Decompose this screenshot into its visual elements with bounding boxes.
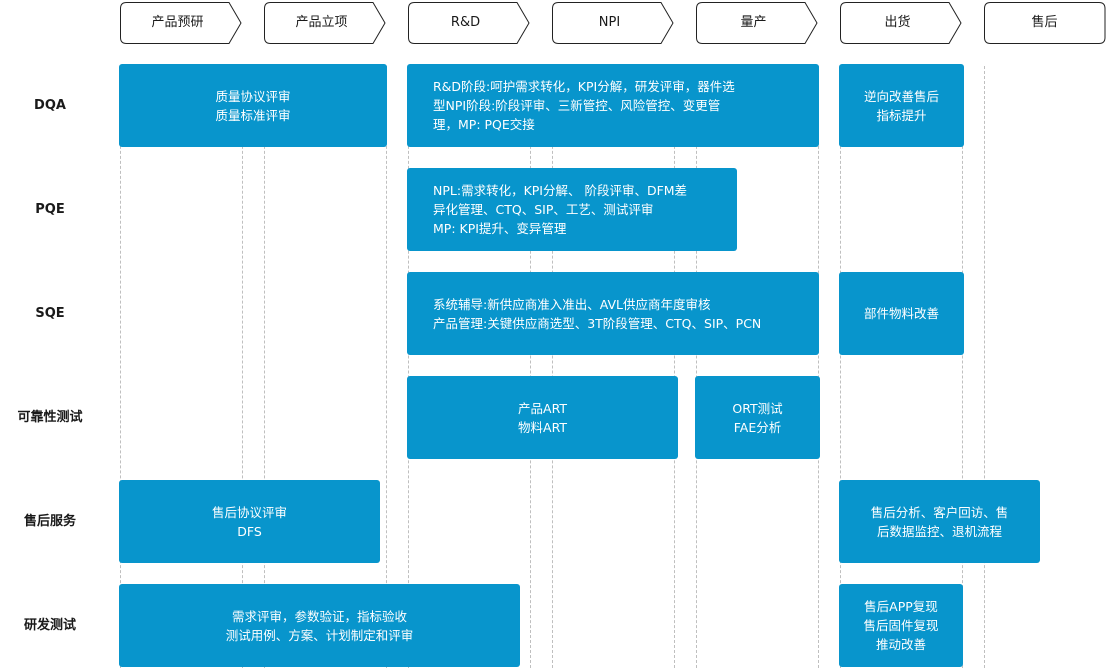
phase-label: 产品预研 [151,15,204,30]
task-box-dqa-concept: 质量协议评审质量标准评审 [119,64,387,147]
task-box-line: 异化管理、CTQ、SIP、工艺、测试评审 [433,202,654,217]
phase-guide-line [120,66,121,668]
task-box-line: 产品ART [518,400,567,416]
phase-shape [120,2,242,44]
task-box-line: 售后分析、客户回访、售 [870,504,1009,520]
phase-mp: 量产 [696,2,818,44]
task-box-line: 售后协议评审 [211,504,287,520]
task-box-line: 质量协议评审 [215,88,291,104]
phase-outline [840,2,962,44]
task-box-line: MP: KPI提升、变异管理 [433,221,567,236]
task-box-line: DFS [237,523,262,539]
task-box-line: ORT测试 [732,400,783,416]
task-box-line: 质量标准评审 [215,107,291,123]
task-box-sqe-ship: 部件物料改善 [839,272,964,355]
task-box-line: 理，MP: PQE交接 [433,117,535,132]
row-label-rdtest: 研发测试 [23,618,76,633]
phase-guide-line [264,66,265,668]
phase-outline [552,2,674,44]
phase-guide-line [242,66,243,668]
task-box-line: 售后APP复现 [864,599,938,614]
task-box-line: 部件物料改善 [863,306,939,321]
row-label-reliability: 可靠性测试 [17,410,83,425]
task-box-rdtest-ship: 售后APP复现售后固件复现推动改善 [839,584,963,667]
task-box-line: 产品管理:关键供应商选型、3T阶段管理、CTQ、SIP、PCN [433,315,762,331]
row-label-dqa: DQA [34,98,66,113]
task-box-line: 逆向改善售后 [863,88,939,104]
phase-shape [408,2,530,44]
phase-label: R&D [450,15,481,30]
task-box-line: 需求评审，参数验证，指标验收 [231,608,407,624]
phase-ship: 出货 [840,2,962,44]
phase-outline [264,2,386,44]
phase-label: 出货 [884,15,911,30]
task-box-service-concept: 售后协议评审 DFS [119,480,380,563]
phase-approval: 产品立项 [264,2,386,44]
phase-guide-line [696,66,697,668]
task-box-dqa-ship: 逆向改善售后指标提升 [839,64,964,147]
phase-guide-line [984,66,985,668]
task-box-dqa-rnd: R&D阶段:呵护需求转化，KPI分解，研发评审，器件选型NPI阶段:阶段评审、三… [407,64,819,147]
task-box-line: 型NPI阶段:阶段评审、三新管控、风险管控、变更管 [433,98,721,113]
phase-label: 量产 [740,15,767,30]
phase-label: 产品立项 [295,15,348,30]
task-box-rel-rnd: 产品ART 物料ART [407,376,678,459]
phase-aftersale: 售后 [984,2,1106,44]
task-box-line: 测试用例、方案、计划制定和评审 [225,627,414,643]
phase-outline [696,2,818,44]
phase-guide-line [962,66,963,668]
phase-outline [408,2,530,44]
phase-shape [840,2,962,44]
task-box-rel-mp: ORT测试 FAE分析 [695,376,820,459]
phase-rnd: R&D [408,2,530,44]
task-box-service-ship: 售后分析、客户回访、售后数据监控、退机流程 [839,480,1040,563]
phase-npi: NPI [552,2,674,44]
task-box-line: 推动改善 [875,637,926,652]
phase-label: NPI [598,15,621,30]
phase-shape [264,2,386,44]
phase-shape [984,2,1106,44]
phase-concept: 产品预研 [120,2,242,44]
row-label-pqe: PQE [35,202,65,217]
task-box-rdtest-concept: 需求评审，参数验证，指标验收测试用例、方案、计划制定和评审 [119,584,520,667]
phase-guide-line [674,66,675,668]
phase-outline [120,2,242,44]
task-box-line: NPL:需求转化，KPI分解、 阶段评审、DFM差 [433,183,688,198]
phase-shape [696,2,818,44]
phase-guide-line [386,66,387,668]
task-box-line: 后数据监控、退机流程 [876,523,1002,539]
phase-guide-line [408,66,409,668]
task-box-line: 系统辅导:新供应商准入准出、AVL供应商年度审核 [433,296,711,312]
task-box-sqe-rnd: 系统辅导:新供应商准入准出、AVL供应商年度审核产品管理:关键供应商选型、3T阶… [407,272,819,355]
task-box-line: 售后固件复现 [863,618,939,633]
phase-guide-line [552,66,553,668]
task-box-line: 物料ART [518,419,567,435]
phase-shape [552,2,674,44]
row-label-service: 售后服务 [23,514,76,529]
phase-guide-line [530,66,531,668]
task-box-line: R&D阶段:呵护需求转化，KPI分解，研发评审，器件选 [433,79,735,94]
task-box-line: FAE分析 [733,419,782,435]
task-box-pqe-rnd: NPL:需求转化，KPI分解、 阶段评审、DFM差异化管理、CTQ、SIP、工艺… [407,168,737,251]
phase-guide-line [818,66,819,668]
phase-guide-line [840,66,841,668]
phase-outline [984,2,1106,44]
phase-label: 售后 [1031,15,1058,30]
row-label-sqe: SQE [35,306,65,321]
task-box-line: 指标提升 [876,107,927,123]
